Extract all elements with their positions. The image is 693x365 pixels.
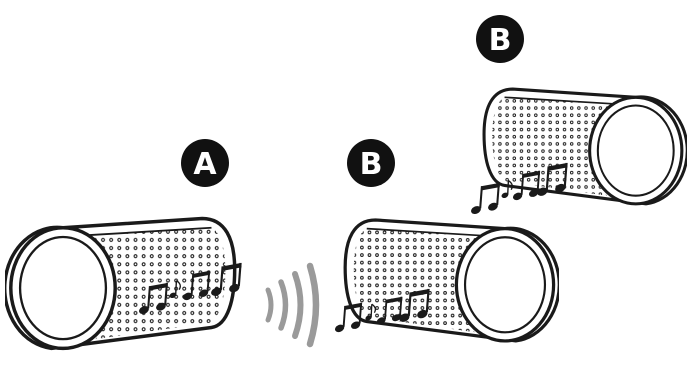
speaker-a bbox=[5, 216, 237, 351]
speaker-b-front-badge: B bbox=[347, 139, 395, 187]
speaker-b-back bbox=[482, 87, 687, 206]
wireless-waves-icon bbox=[265, 262, 320, 348]
speaker-b-back-label: B bbox=[489, 23, 512, 58]
speaker-b-back-badge: B bbox=[476, 15, 524, 63]
speaker-b-front-label: B bbox=[360, 147, 383, 182]
speaker-a-badge: A bbox=[181, 139, 229, 187]
speaker-a-label: A bbox=[193, 147, 217, 182]
